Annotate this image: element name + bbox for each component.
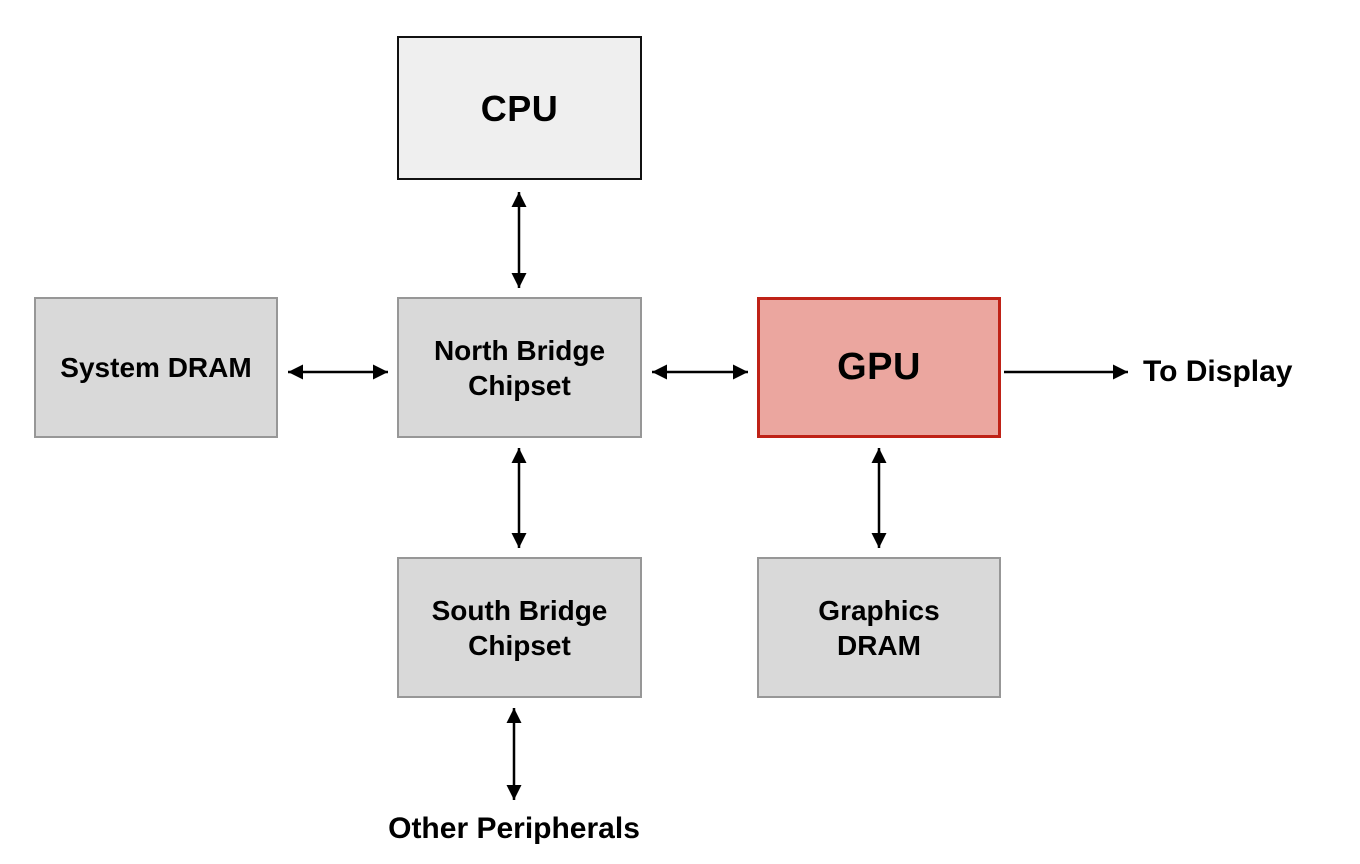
graphics-dram-label: Graphics DRAM [818, 594, 940, 661]
north-bridge-label: North Bridge Chipset [433, 334, 606, 401]
other-peripherals-label: Other Peripherals [388, 812, 640, 845]
system-dram-label: System DRAM [60, 352, 252, 383]
south-bridge-node: South Bridge Chipset [397, 557, 642, 698]
north-bridge-node: North Bridge Chipset [397, 297, 642, 438]
graphics-dram-node: Graphics DRAM [757, 557, 1001, 698]
system-dram-node: System DRAM [34, 297, 278, 438]
gpu-label: GPU [837, 345, 921, 388]
gpu-node: GPU [757, 297, 1001, 438]
cpu-node: CPU [397, 36, 642, 180]
cpu-label: CPU [480, 87, 559, 129]
to-display-label: To Display [1143, 355, 1293, 388]
south-bridge-label: South Bridge Chipset [431, 594, 608, 661]
